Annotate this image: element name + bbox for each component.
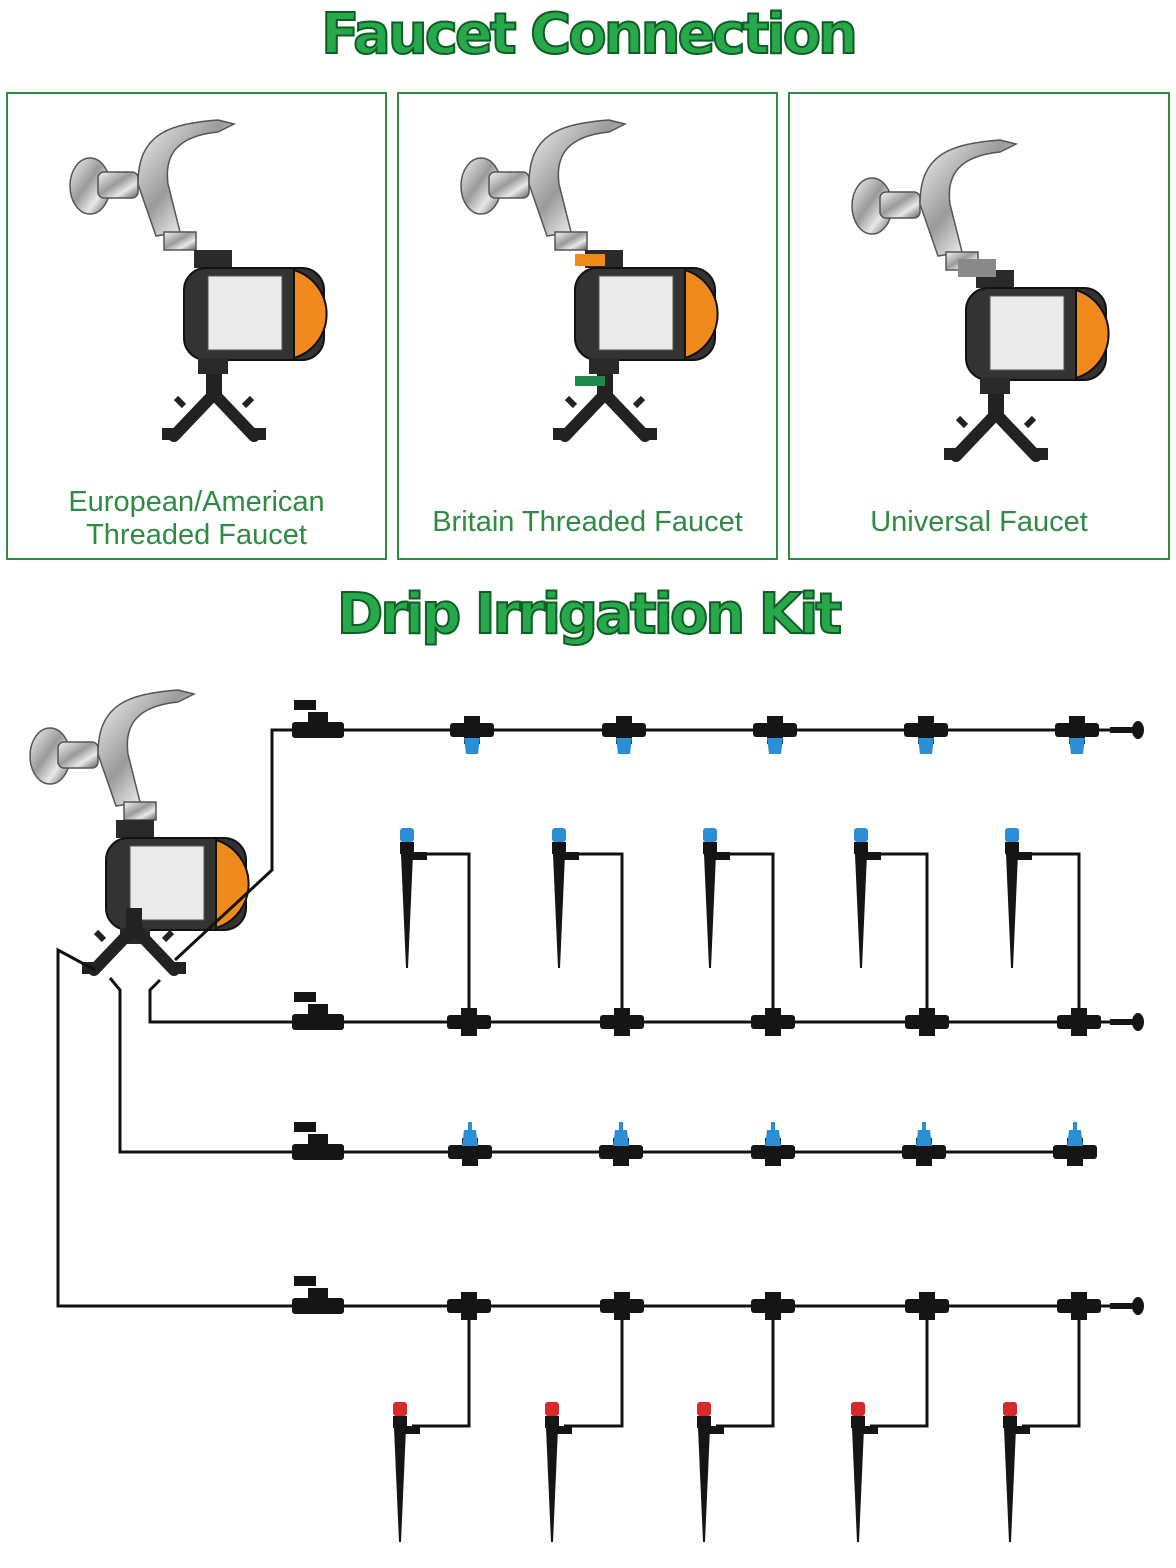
tee-connector-icon bbox=[905, 1292, 949, 1320]
end-plug-icon bbox=[1110, 1013, 1144, 1031]
panel-caption: Universal Faucet bbox=[790, 506, 1168, 539]
dripper-icon bbox=[753, 716, 797, 754]
dripper-icon bbox=[1053, 1122, 1097, 1166]
stake-emitter-icon bbox=[703, 828, 730, 968]
panel-caption: European/American Threaded Faucet bbox=[8, 486, 385, 552]
caption-line-1: European/American bbox=[68, 486, 325, 518]
feed-pipes bbox=[56, 728, 296, 1308]
orange-adapter-ring-icon bbox=[575, 254, 605, 266]
tee-connector-icon bbox=[751, 1292, 795, 1320]
row-3 bbox=[292, 1122, 1097, 1166]
dripper-icon bbox=[448, 1122, 492, 1166]
stake-emitter-icon bbox=[854, 828, 881, 968]
tee-connector-icon bbox=[447, 1292, 491, 1320]
tee-connector-icon bbox=[751, 1008, 795, 1036]
main-lines bbox=[318, 728, 1110, 1308]
tee-connector-icon bbox=[600, 1292, 644, 1320]
shutoff-valve-icon bbox=[292, 700, 344, 738]
tee-connector-icon bbox=[600, 1008, 644, 1036]
faucet-timer-assembly-icon bbox=[399, 94, 780, 562]
end-plug-icon bbox=[1110, 721, 1144, 739]
tee-connector-icon bbox=[1057, 1292, 1101, 1320]
dripper-icon bbox=[902, 1122, 946, 1166]
universal-clamp-icon bbox=[958, 259, 996, 277]
row-4 bbox=[292, 1276, 1144, 1542]
dripper-icon bbox=[602, 716, 646, 754]
row-1 bbox=[292, 700, 1144, 754]
panel-caption: Britain Threaded Faucet bbox=[399, 506, 776, 539]
drip-irrigation-diagram bbox=[29, 689, 1144, 1542]
main-faucet-icon bbox=[29, 689, 195, 821]
tee-connector-icon bbox=[905, 1008, 949, 1036]
stake-emitter-icon bbox=[393, 1402, 420, 1542]
dripper-icon bbox=[450, 716, 494, 754]
faucet-connection-heading: Faucet Connection bbox=[320, 1, 859, 68]
panel-britain: Britain Threaded Faucet bbox=[397, 92, 778, 560]
drip-irrigation-kit-heading: Drip Irrigation Kit bbox=[336, 581, 843, 648]
dripper-icon bbox=[1055, 716, 1099, 754]
caption-line-2: Threaded Faucet bbox=[86, 519, 307, 551]
tee-connector-icon bbox=[447, 1008, 491, 1036]
caption-line-1: Universal Faucet bbox=[870, 506, 1088, 538]
stake-emitter-icon bbox=[851, 1402, 878, 1542]
shutoff-valve-icon bbox=[292, 992, 344, 1030]
panel-european-american: European/American Threaded Faucet bbox=[6, 92, 387, 560]
stake-emitter-icon bbox=[400, 828, 427, 968]
stake-emitter-icon bbox=[552, 828, 579, 968]
dripper-icon bbox=[751, 1122, 795, 1166]
stake-emitter-icon bbox=[1003, 1402, 1030, 1542]
dripper-icon bbox=[904, 716, 948, 754]
stake-emitter-icon bbox=[545, 1402, 572, 1542]
green-adapter-ring-icon bbox=[575, 376, 605, 386]
stake-emitter-icon bbox=[697, 1402, 724, 1542]
shutoff-valve-icon bbox=[292, 1122, 344, 1160]
shutoff-valve-icon bbox=[292, 1276, 344, 1314]
row-2 bbox=[292, 828, 1144, 1036]
tee-connector-icon bbox=[1057, 1008, 1101, 1036]
panel-universal: Universal Faucet bbox=[788, 92, 1170, 560]
caption-line-1: Britain Threaded Faucet bbox=[432, 506, 743, 538]
end-plug-icon bbox=[1110, 1297, 1144, 1315]
dripper-icon bbox=[599, 1122, 643, 1166]
faucet-timer-assembly-icon bbox=[790, 94, 1172, 562]
stake-emitter-icon bbox=[1005, 828, 1032, 968]
